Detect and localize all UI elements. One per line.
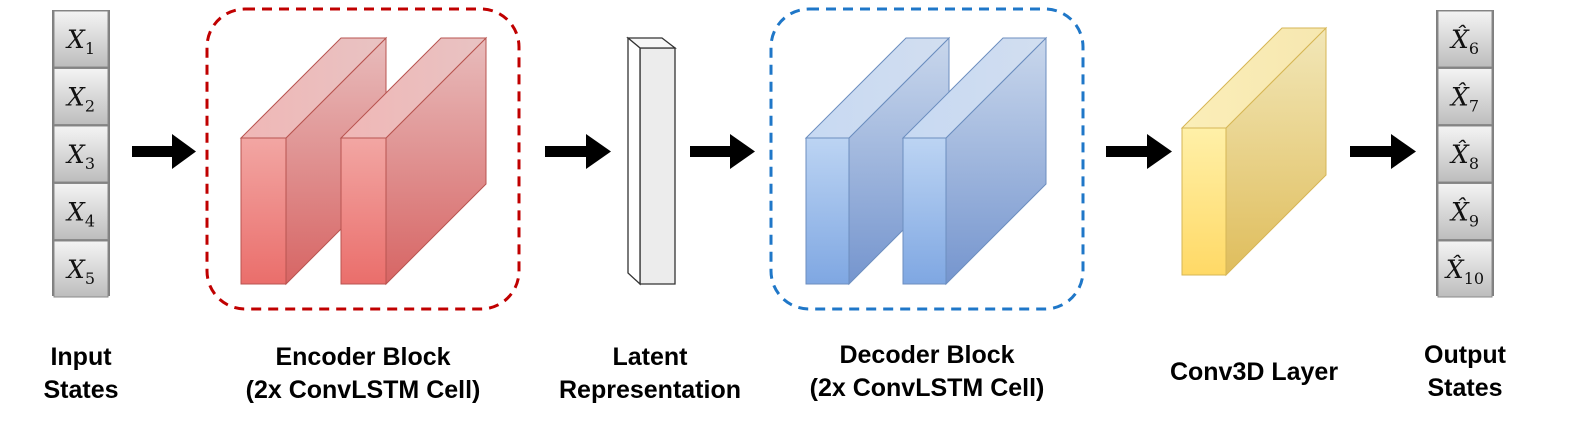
decoder-caption-line2: (2x ConvLSTM Cell) <box>809 374 1045 402</box>
input-state-cell: X1 <box>53 10 109 68</box>
decoder-caption-line1: Decoder Block <box>839 341 1015 369</box>
encoder-caption-line1: Encoder Block <box>275 343 451 371</box>
latent-representation-caption: Latent Representation <box>540 341 760 407</box>
input-state-cell: X2 <box>53 68 109 125</box>
input-state-label: X3 <box>65 140 95 173</box>
output-states-caption: Output States <box>1400 339 1530 405</box>
latent-caption-line2: Representation <box>559 376 741 404</box>
input-state-label: X2 <box>65 83 95 116</box>
output-state-cell: X̂6 <box>1437 10 1493 68</box>
input-state-cell: X5 <box>53 240 109 298</box>
output-state-label: X̂10 <box>1444 255 1484 288</box>
latent-caption-line1: Latent <box>612 343 688 371</box>
encoder-caption-line2: (2x ConvLSTM Cell) <box>245 376 481 404</box>
encoder-block <box>205 7 521 311</box>
input-state-label: X1 <box>65 25 95 58</box>
output-state-label: X̂9 <box>1449 198 1479 231</box>
decoder-block-caption: Decoder Block (2x ConvLSTM Cell) <box>767 339 1087 405</box>
encoder-block-caption: Encoder Block (2x ConvLSTM Cell) <box>203 341 523 407</box>
conv3d-layer-caption: Conv3D Layer <box>1134 356 1374 389</box>
output-state-cell: X̂10 <box>1437 240 1493 298</box>
encoder-convlstm-cell-2 <box>339 36 488 286</box>
arrow-input-to-encoder <box>132 134 196 169</box>
latent-representation-block <box>626 36 677 286</box>
conv3d-caption-line1: Conv3D Layer <box>1169 358 1339 386</box>
output-state-label: X̂7 <box>1449 83 1479 116</box>
input-states-caption-line1: Input <box>50 343 112 371</box>
input-state-label: X5 <box>65 255 95 288</box>
output-state-cell: X̂9 <box>1437 183 1493 240</box>
encoder-convlstm-cell-1 <box>239 36 388 286</box>
arrow-latent-to-decoder <box>690 134 755 169</box>
decoder-dashed-border <box>769 7 1085 311</box>
decoder-convlstm-cell-2 <box>901 36 1048 286</box>
arrow-conv3d-to-output <box>1350 134 1416 169</box>
output-states-caption-line1: Output <box>1424 341 1506 369</box>
output-state-cell: X̂8 <box>1437 125 1493 183</box>
output-state-cell: X̂7 <box>1437 68 1493 125</box>
encoder-dashed-border <box>205 7 521 311</box>
input-states-caption-line2: States <box>43 376 119 404</box>
input-state-cell: X3 <box>53 125 109 183</box>
decoder-block <box>769 7 1085 311</box>
arrow-decoder-to-conv3d <box>1106 134 1172 169</box>
arrow-encoder-to-latent <box>545 134 611 169</box>
input-state-label: X4 <box>65 198 95 231</box>
input-states-caption: Input States <box>20 341 142 407</box>
conv3d-layer-block <box>1180 26 1328 277</box>
output-state-label: X̂8 <box>1449 140 1479 173</box>
output-states-stack: X̂6X̂7X̂8X̂9X̂10 <box>1436 10 1494 298</box>
output-states-caption-line2: States <box>1427 374 1503 402</box>
decoder-convlstm-cell-1 <box>804 36 951 286</box>
output-state-label: X̂6 <box>1449 25 1479 58</box>
input-state-cell: X4 <box>53 183 109 240</box>
